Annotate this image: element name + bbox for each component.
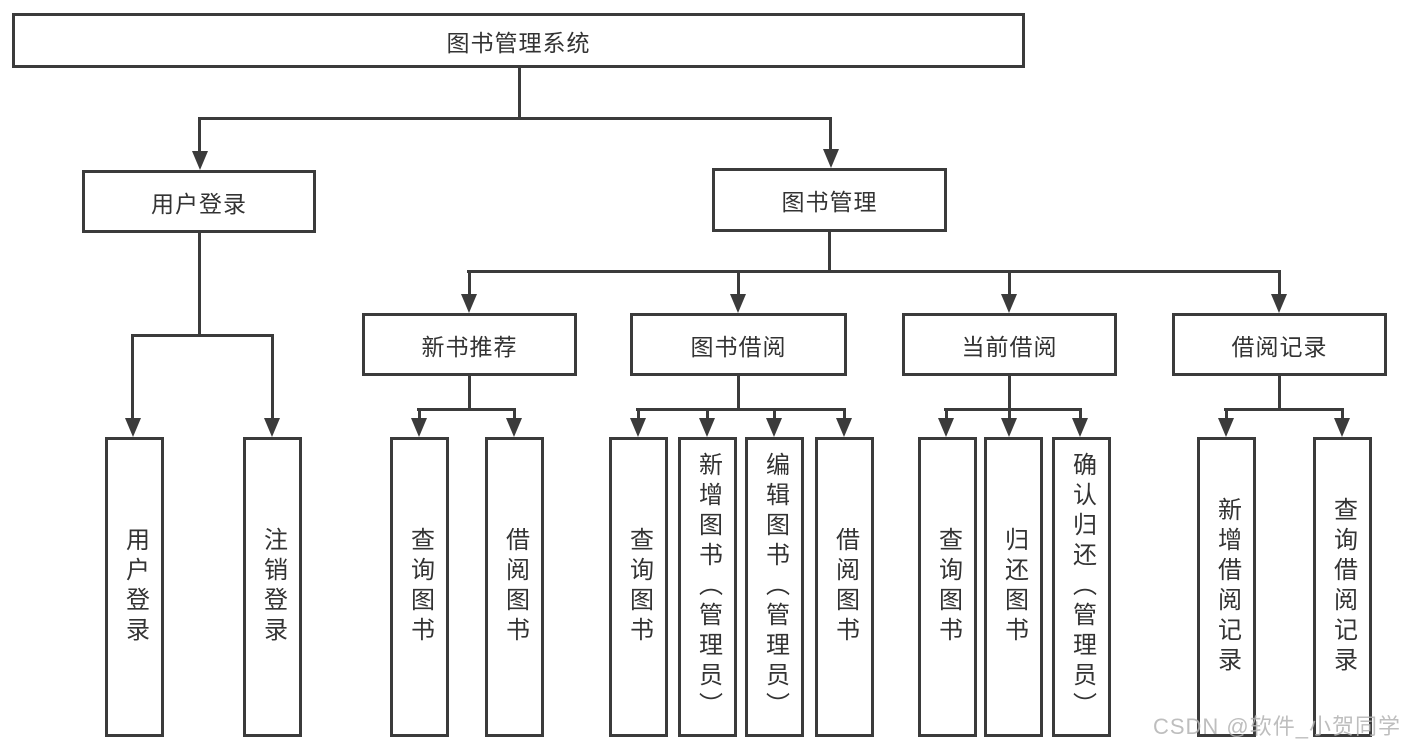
leaf-user-login: 用户登录 [105,437,164,737]
leaf-borrow-books: 借阅图书 [815,437,874,737]
leaf-return-books-label: 归还图书 [1000,527,1028,647]
arrow-down-icon [836,418,852,437]
connector-line [468,270,471,296]
connector-line [131,334,274,337]
leaf-add-book-admin: 新增图书（管理员） [678,437,737,737]
connector-line [944,408,1082,411]
leaf-add-borrow-record-label: 新增借阅记录 [1213,497,1241,677]
connector-line [198,117,832,120]
leaf-query-books-current: 查询图书 [918,437,977,737]
node-new-book-recommend: 新书推荐 [362,313,577,376]
leaf-query-borrow-record-label: 查询借阅记录 [1329,497,1357,677]
node-book-borrow-label: 图书借阅 [690,333,787,360]
connector-line [417,408,516,411]
node-book-management: 图书管理 [712,168,947,232]
arrow-down-icon [766,418,782,437]
connector-line [773,408,776,419]
connector-line [1079,408,1082,419]
connector-line [513,408,516,419]
node-new-book-recommend-label: 新书推荐 [421,333,518,360]
leaf-edit-book-admin-label: 编辑图书（管理员） [761,452,789,722]
connector-line [737,270,740,296]
leaf-borrow-books-label: 借阅图书 [831,527,859,647]
leaf-edit-book-admin: 编辑图书（管理员） [745,437,804,737]
arrow-down-icon [938,418,954,437]
leaf-query-borrow-record: 查询借阅记录 [1313,437,1372,737]
connector-line [1008,376,1011,410]
connector-line [271,334,274,419]
connector-line [1225,408,1228,419]
connector-line [1008,270,1011,296]
connector-line [737,376,740,410]
arrow-down-icon [264,418,280,437]
connector-line [1224,408,1344,411]
arrow-down-icon [1001,294,1017,313]
leaf-confirm-return-admin-label: 确认归还（管理员） [1068,452,1096,722]
connector-line [706,408,709,419]
connector-line [1278,376,1281,410]
connector-line [1341,408,1344,419]
connector-line [636,408,846,411]
leaf-borrow-books-recommend: 借阅图书 [485,437,544,737]
leaf-return-books: 归还图书 [984,437,1043,737]
connector-line [945,408,948,419]
arrow-down-icon [1218,418,1234,437]
leaf-query-books-current-label: 查询图书 [934,527,962,647]
node-current-borrow-label: 当前借阅 [961,333,1058,360]
node-library-system-label: 图书管理系统 [446,29,591,56]
arrow-down-icon [699,418,715,437]
leaf-user-login-label: 用户登录 [121,527,149,647]
node-book-management-label: 图书管理 [781,189,878,215]
arrow-down-icon [192,151,208,170]
leaf-logout: 注销登录 [243,437,302,737]
connector-line [1008,408,1011,419]
connector-line [828,232,831,273]
arrow-down-icon [730,294,746,313]
node-borrow-records-label: 借阅记录 [1231,333,1328,360]
arrow-down-icon [125,418,141,437]
arrow-down-icon [506,418,522,437]
node-user-login-label: 用户登录 [151,190,247,217]
leaf-query-books-recommend: 查询图书 [390,437,449,737]
arrow-down-icon [1334,418,1350,437]
leaf-add-book-admin-label: 新增图书（管理员） [694,452,722,722]
connector-line [829,117,832,151]
connector-line [843,408,846,419]
connector-line [467,270,1281,273]
connector-line [198,117,201,153]
leaf-logout-label: 注销登录 [259,527,287,647]
leaf-confirm-return-admin: 确认归还（管理员） [1052,437,1111,737]
connector-line [198,233,201,337]
csdn-watermark: CSDN @软件_小贺同学 [1152,714,1401,739]
connector-line [418,408,421,419]
node-book-borrow: 图书借阅 [630,313,847,376]
arrow-down-icon [630,418,646,437]
arrow-down-icon [411,418,427,437]
leaf-borrow-books-recommend-label: 借阅图书 [501,527,529,647]
arrow-down-icon [1001,418,1017,437]
connector-line [468,376,471,410]
leaf-query-books-borrow: 查询图书 [609,437,668,737]
node-user-login: 用户登录 [82,170,316,233]
leaf-query-books-recommend-label: 查询图书 [406,527,434,647]
arrow-down-icon [1271,294,1287,313]
node-borrow-records: 借阅记录 [1172,313,1387,376]
connector-line [518,68,521,120]
arrow-down-icon [461,294,477,313]
arrow-down-icon [823,149,839,168]
node-current-borrow: 当前借阅 [902,313,1117,376]
leaf-query-books-borrow-label: 查询图书 [625,527,653,647]
connector-line [1278,270,1281,296]
arrow-down-icon [1072,418,1088,437]
node-library-system: 图书管理系统 [12,13,1025,68]
leaf-add-borrow-record: 新增借阅记录 [1197,437,1256,737]
connector-line [637,408,640,419]
connector-line [131,334,134,419]
